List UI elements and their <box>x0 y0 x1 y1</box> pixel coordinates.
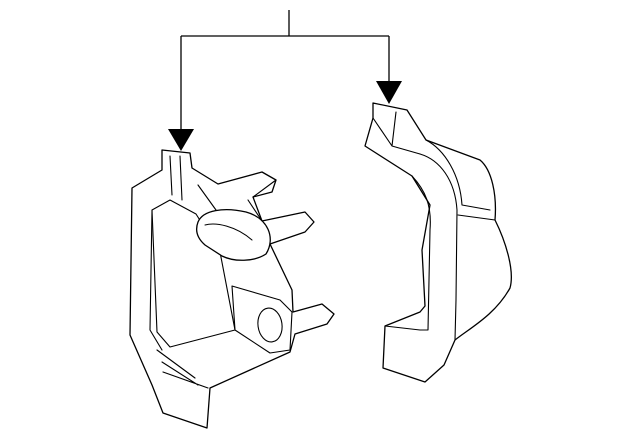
left-bracket-side-edge <box>149 209 163 351</box>
right-bracket-flange-inner <box>425 139 491 211</box>
left-bracket-bottom-ledge <box>156 349 209 389</box>
right-bracket-top-tab <box>372 111 421 155</box>
arrowhead-right <box>376 81 402 104</box>
left-bracket-boss-face <box>204 223 253 241</box>
callout-leader <box>168 10 402 151</box>
right-bracket-outline <box>364 102 512 383</box>
left-bracket-mount-hole <box>257 307 283 343</box>
left-bracket-arm-line <box>197 179 277 222</box>
arrowhead-left <box>168 129 194 151</box>
left-bracket-boss <box>196 209 271 261</box>
left-bracket-hole-housing <box>231 285 293 354</box>
left-bracket-part <box>129 149 335 429</box>
right-bracket-rear-edge <box>457 214 496 221</box>
left-bracket-inner-face <box>151 199 236 348</box>
right-bracket-lower-step <box>384 175 431 331</box>
left-bracket-top-tab <box>169 155 183 201</box>
right-bracket-flange <box>419 153 458 341</box>
right-bracket-part <box>364 102 512 383</box>
